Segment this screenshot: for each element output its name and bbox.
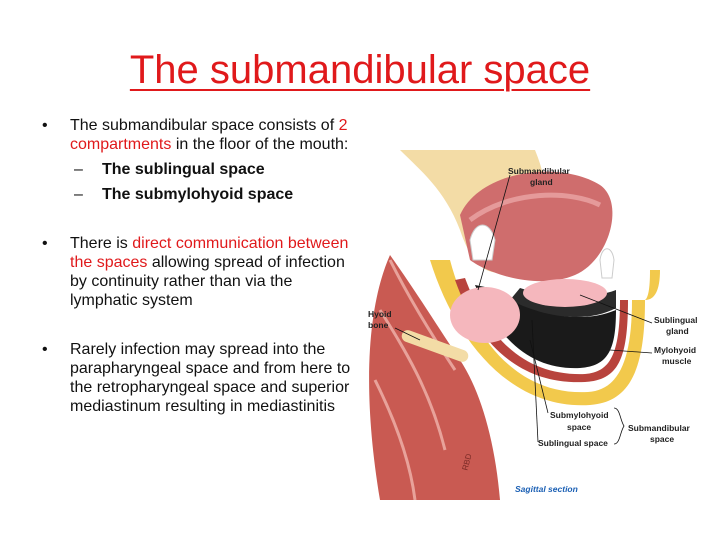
bullet-highlight: 2 compartments [70, 117, 348, 153]
bullet-glyph: • [42, 341, 48, 358]
label-submylohyoid-space: Submylohyoid [550, 410, 609, 420]
label-submandibular-gland: gland [530, 177, 553, 187]
bullet-text: There is [70, 235, 133, 252]
figure-caption: Sagittal section [515, 484, 578, 494]
dash-glyph: – [74, 161, 83, 178]
bullet-item: • There is direct communication between … [40, 234, 358, 310]
bullet-glyph: • [42, 235, 48, 252]
bullet-text: in the floor of the mouth: [171, 136, 349, 153]
label-submylohyoid-space: space [567, 422, 591, 432]
hyoid-bone [401, 330, 469, 362]
bullet-glyph: • [42, 117, 48, 134]
neck-muscle [369, 255, 500, 500]
bullet-text: Rarely infection may spread into the par… [70, 341, 351, 415]
label-submandibular-gland: Submandibular [508, 166, 571, 176]
bullet-item: • The submandibular space consists of 2 … [40, 116, 358, 204]
label-sublingual-gland: gland [666, 326, 689, 336]
sub-bullet: – The sublingual space [70, 160, 358, 179]
label-hyoid-bone: bone [368, 320, 389, 330]
submandibular-gland [450, 287, 520, 343]
tooth [599, 248, 615, 279]
bullet-text: The submandibular space consists of [70, 117, 339, 134]
label-hyoid-bone: Hyoid [368, 309, 392, 319]
artist-signature: RBD [460, 453, 473, 472]
label-mylohyoid-muscle: muscle [662, 356, 692, 366]
slide-title: The submandibular space [129, 48, 591, 92]
sublingual-gland [523, 279, 607, 307]
bullet-text: allowing spread of infection by continui… [70, 254, 345, 309]
bullet-list: • The submandibular space consists of 2 … [40, 116, 358, 438]
sub-bullet-text: The submylohyoid space [102, 186, 294, 203]
dash-glyph: – [74, 186, 83, 203]
label-sublingual-space: Sublingual space [538, 438, 608, 448]
bullet-highlight: direct communication between the spaces [70, 235, 349, 271]
label-sublingual-gland: Sublingual [654, 315, 697, 325]
label-submandibular-space: Submandibular [628, 423, 691, 433]
bullet-item: • Rarely infection may spread into the p… [40, 340, 358, 416]
label-mylohyoid-muscle: Mylohyoid [654, 345, 696, 355]
label-submandibular-space: space [650, 434, 674, 444]
sub-bullet: – The submylohyoid space [70, 185, 358, 204]
sagittal-section-illustration: Submandibular gland Hyoid bone Sublingua… [368, 150, 697, 500]
sub-bullet-text: The sublingual space [102, 161, 265, 178]
